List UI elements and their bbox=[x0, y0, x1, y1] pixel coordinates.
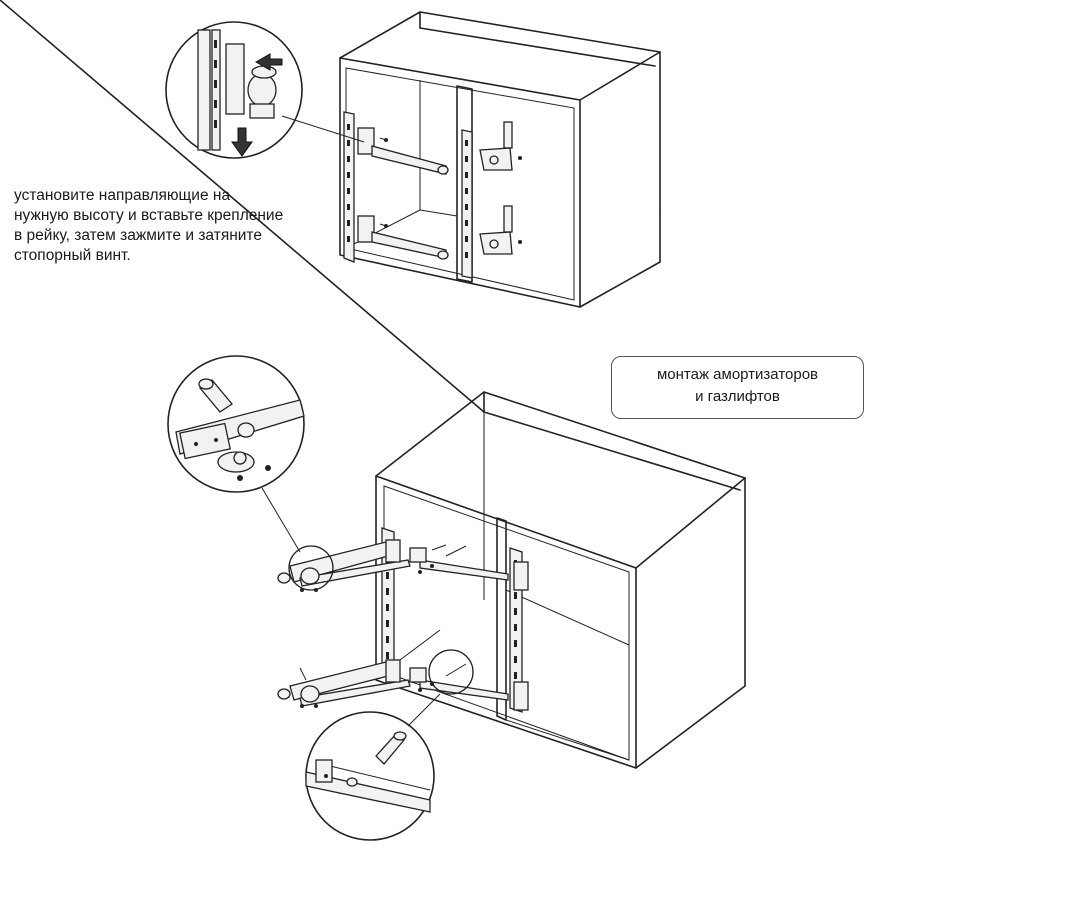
instruction-text: установите направляющие на нужную высоту… bbox=[14, 186, 334, 266]
arrow-left-icon bbox=[254, 53, 283, 71]
bottom-lower-arm bbox=[277, 659, 509, 708]
top-detail-magnifier bbox=[165, 21, 365, 159]
top-right-bracket-lower bbox=[479, 205, 522, 255]
label-line: монтаж амортизаторов bbox=[656, 366, 819, 383]
instruction-line: установите направляющие на bbox=[14, 187, 231, 204]
top-lower-guide bbox=[357, 215, 449, 260]
top-upper-guide bbox=[357, 127, 449, 175]
lower-detail-magnifier bbox=[305, 693, 441, 841]
top-right-bracket-upper bbox=[479, 121, 522, 171]
instruction-line: стопорный винт. bbox=[14, 247, 131, 264]
instruction-line: нужную высоту и вставьте крепление bbox=[14, 207, 284, 224]
instruction-line: в рейку, затем зажмите и затяните bbox=[14, 227, 262, 244]
arrow-down-icon bbox=[231, 127, 253, 157]
gas-lift-mounting-label: монтаж амортизаторов и газлифтов bbox=[611, 356, 864, 419]
bottom-upper-arm bbox=[277, 539, 509, 592]
label-line: и газлифтов bbox=[695, 388, 780, 405]
upper-detail-magnifier bbox=[167, 355, 305, 553]
top-left-rail bbox=[343, 111, 355, 263]
top-right-rail bbox=[461, 129, 473, 279]
bottom-cabinet bbox=[0, 0, 746, 769]
bottom-right-rail bbox=[509, 547, 529, 713]
